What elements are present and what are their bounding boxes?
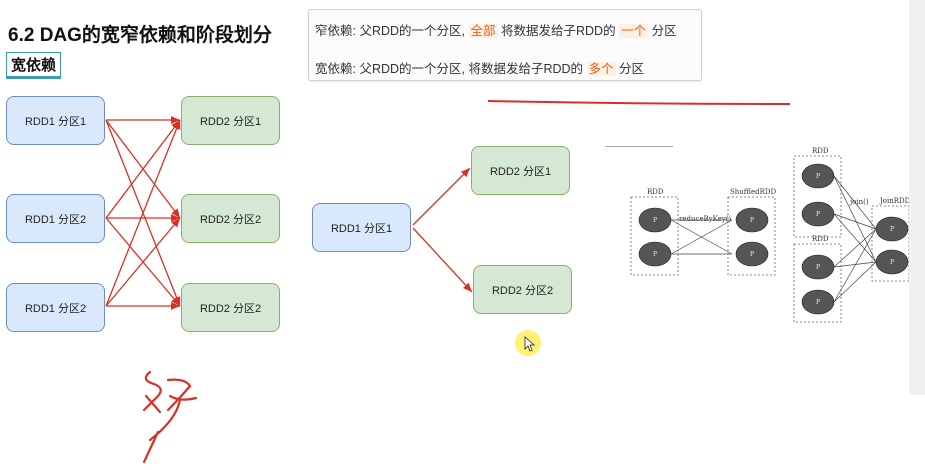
join-label: join() xyxy=(849,198,869,206)
handwritten-character xyxy=(142,370,198,464)
middle-parent: RDD1 分区1 xyxy=(312,203,411,252)
mouse-pointer-icon xyxy=(524,336,536,352)
joinrdd-label: JoinRDD xyxy=(879,197,909,205)
middle-child-2: RDD2 分区2 xyxy=(473,265,572,314)
narrow-def-prefix: 窄依赖: 父RDD的一个分区, xyxy=(315,24,466,38)
partition-node xyxy=(735,207,769,233)
partition-node xyxy=(735,241,769,267)
partition-node xyxy=(801,289,835,315)
partition-node xyxy=(801,201,835,227)
partition-label: P xyxy=(750,217,754,224)
rdd-shuffle-figure: RDD ShuffledRDD reduceByKey() RDD RDD jo… xyxy=(630,147,909,323)
partition-label: P xyxy=(816,299,820,306)
left-parent-3: RDD1 分区2 xyxy=(6,283,105,332)
partition-node xyxy=(801,163,835,189)
partition-node xyxy=(638,241,672,267)
narrow-def-highlight-all: 全部 xyxy=(468,24,498,38)
partition-node xyxy=(875,249,909,275)
partition-label: P xyxy=(750,251,754,258)
left-child-1: RDD2 分区1 xyxy=(181,96,280,145)
wide-def-prefix: 宽依赖: 父RDD的一个分区, 将数据发给子RDD的 xyxy=(315,62,584,76)
reducebykey-label: reduceByKey() xyxy=(679,215,732,223)
arrow-p3-c2 xyxy=(105,217,181,307)
partition-label: P xyxy=(890,259,894,266)
vertical-scrollbar[interactable] xyxy=(909,0,925,395)
partition-node xyxy=(801,254,835,280)
shuffled-rdd-label: ShuffledRDD xyxy=(730,188,777,196)
middle-child-1: RDD2 分区1 xyxy=(471,146,570,195)
wide-dependency-tag: 宽依赖 xyxy=(6,52,62,79)
partition-label: P xyxy=(816,211,820,218)
separator-line xyxy=(605,146,673,147)
narrow-def-suffix: 分区 xyxy=(651,24,677,38)
join-rdd-bottom-label: RDD xyxy=(812,235,829,243)
partition-label: P xyxy=(816,264,820,271)
join-rdd-top-label: RDD xyxy=(812,147,829,155)
left-parent-2: RDD1 分区2 xyxy=(6,194,105,243)
left-child-3: RDD2 分区2 xyxy=(181,283,280,332)
left-child-2: RDD2 分区2 xyxy=(181,194,280,243)
narrow-definition: 窄依赖: 父RDD的一个分区, 全部 将数据发给子RDD的 一个 分区 xyxy=(315,20,677,39)
definition-box: 窄依赖: 父RDD的一个分区, 全部 将数据发给子RDD的 一个 分区 宽依赖:… xyxy=(308,9,702,81)
narrow-def-middle: 将数据发给子RDD的 xyxy=(501,24,616,38)
wide-definition: 宽依赖: 父RDD的一个分区, 将数据发给子RDD的 多个 分区 xyxy=(315,58,644,77)
left-parent-1: RDD1 分区1 xyxy=(6,96,105,145)
arrow-p2-c1 xyxy=(105,119,181,219)
partition-label: P xyxy=(816,173,820,180)
middle-arrows xyxy=(412,167,473,293)
arrow-p3-c1 xyxy=(105,119,181,307)
partition-label: P xyxy=(653,251,657,258)
wide-def-highlight-many: 多个 xyxy=(586,62,616,76)
partition-label: P xyxy=(653,217,657,224)
rdd-label: RDD xyxy=(647,188,664,196)
section-title: 6.2 DAG的宽窄依赖和阶段划分 xyxy=(8,25,272,46)
handdrawn-underline xyxy=(487,100,791,105)
arrow-mid-c2 xyxy=(412,227,473,293)
wide-dependency-arrows xyxy=(105,116,181,310)
partition-node xyxy=(875,216,909,242)
arrow-mid-c1 xyxy=(412,167,471,226)
wide-def-suffix: 分区 xyxy=(619,62,645,76)
partition-label: P xyxy=(890,226,894,233)
narrow-def-highlight-one: 一个 xyxy=(619,24,649,38)
partition-node xyxy=(638,207,672,233)
